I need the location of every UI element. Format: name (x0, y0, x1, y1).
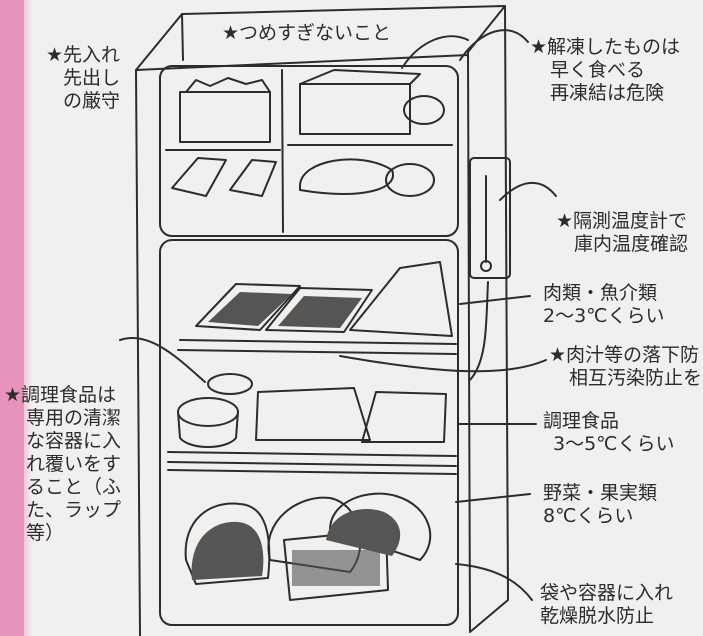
thermometer (469, 157, 511, 279)
label-bags-containers: 袋や容器に入れ 乾燥脱水防止 (540, 582, 674, 627)
pink-band-fade (24, 0, 32, 636)
leader-meat (459, 295, 531, 305)
label-first-in-first-out: ★先入れ 先出し の厳守 (45, 44, 120, 112)
refrigerator-compartment (159, 239, 459, 626)
leader-top-right (459, 29, 529, 61)
label-cooked-food-temp: 調理食品 3～5℃くらい (543, 410, 675, 455)
shelf-middle (167, 451, 457, 467)
label-meat-fish: 肉類・魚介類 2～3℃くらい (543, 282, 665, 327)
label-cooked-food-containers: ★調理食品は 専用の清潔 な容器に入 れ覆いをす ること（ふ た、ラップ 等） (4, 384, 122, 544)
crisper-line (167, 469, 457, 475)
leader-left-cooked (119, 337, 206, 383)
leader-juice (339, 355, 547, 373)
label-thermometer: ★隔測温度計で 庫内温度確認 (556, 210, 689, 255)
leader-top-center (401, 35, 469, 69)
label-thawed-food: ★解凍したものは 早く食べる 再凍結は危険 (530, 36, 681, 104)
fridge-body (135, 5, 509, 636)
label-vegetables: 野菜・果実類 8℃くらい (543, 482, 658, 527)
leader-thermometer (499, 181, 557, 201)
label-juice-drip: ★肉汁等の落下防 相互汚染防止を (549, 344, 703, 389)
pink-side-band (0, 0, 24, 636)
shelf-top (177, 339, 457, 355)
leader-bags (455, 563, 533, 601)
label-do-not-overfill: ★つめすぎないこと (222, 22, 392, 44)
leader-vegetables (455, 493, 531, 503)
freezer-compartment (159, 65, 459, 237)
